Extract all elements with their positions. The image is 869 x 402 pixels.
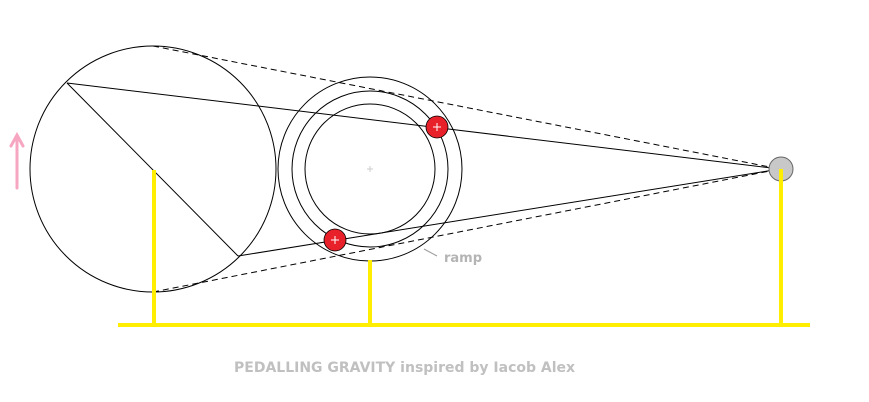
- lower-lever-line: [237, 168, 781, 257]
- upper-lever-line: [66, 82, 781, 170]
- support-stand: [118, 169, 810, 327]
- up-arrow-icon: [9, 131, 25, 190]
- ramp-center-mark: [367, 166, 373, 172]
- lower-red-ball: [323, 228, 347, 252]
- ramp-middle-ring: [291, 90, 449, 248]
- ramp-label: ramp: [444, 251, 482, 266]
- lower-dashed-tangent: [152, 168, 781, 293]
- upper-red-ball: [425, 115, 449, 139]
- ramp-leader-line: [423, 248, 438, 257]
- upper-dashed-tangent: [152, 45, 781, 170]
- ramp-inner-ring: [304, 103, 436, 235]
- diagram-title: PEDALLING GRAVITY inspired by Iacob Alex: [234, 360, 575, 376]
- large-wheel-diameter: [66, 82, 239, 257]
